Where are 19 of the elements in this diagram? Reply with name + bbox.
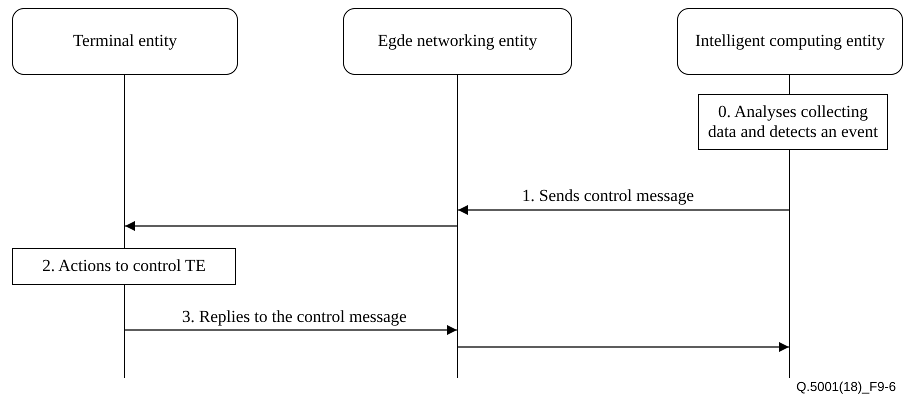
activity-box [698,94,888,150]
lifeline-header-box [12,8,238,75]
lifeline [789,75,790,378]
lifeline-header-box [677,8,903,75]
message-arrow [458,342,789,352]
activity-box [12,248,236,285]
edge-label: 3. Replies to the control message [180,308,409,327]
node-text: 2. Actions to control TE [42,256,206,277]
lifeline-header-box [343,8,572,75]
figure-id: Q.5001(18)_F9-6 [794,380,898,394]
lifeline [457,75,458,378]
node-text: Intelligent computing entity [695,31,885,52]
node-text: 0. Analyses collecting data and detects an event [707,102,879,142]
node-text: Terminal entity [72,31,178,52]
node-text: Egde networking entity [378,31,538,52]
message-arrow [458,205,789,215]
lifeline [124,75,125,378]
message-arrow [125,325,457,335]
message-arrow [125,221,457,231]
